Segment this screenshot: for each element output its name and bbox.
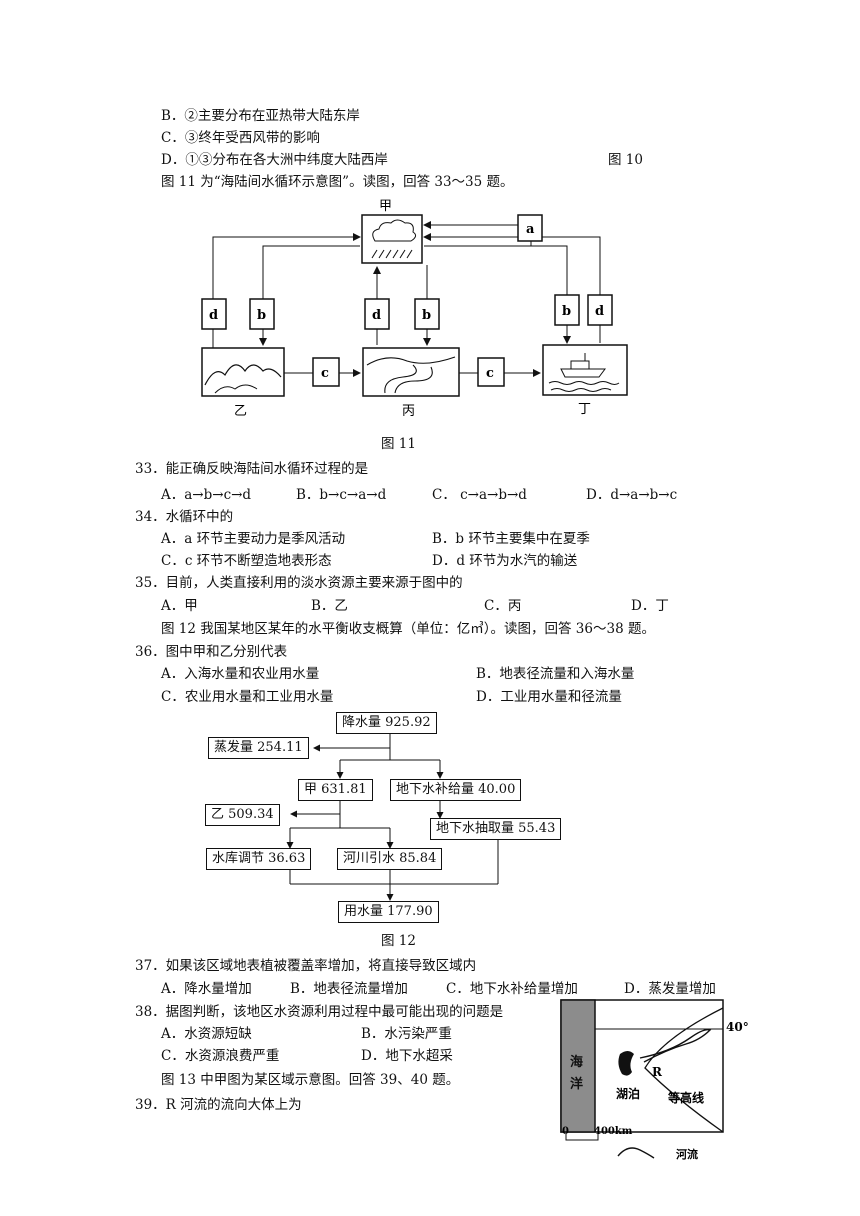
label-jia: 甲 [379,199,392,214]
figure-12-caption: 图 12 [381,933,416,949]
box-yi: 乙 509.34 [205,804,280,826]
river-icon [366,356,456,394]
figure-13-map: 海 洋 40° 湖泊 R 等高线 0 400km 河流 [560,999,749,1161]
q33-stem: 33．能正确反映海陆间水循环过程的是 [135,461,369,477]
box-bing [362,347,460,397]
river-legend-icon [617,1147,655,1159]
q37-option-c[interactable]: C．地下水补给量增加 [446,981,578,997]
box-c-right [477,357,505,387]
q36-option-a[interactable]: A．入海水量和农业用水量 [161,666,320,682]
option-c-q32: C．③终年受西风带的影响 [161,130,320,146]
q37-option-d[interactable]: D．蒸发量增加 [624,981,716,997]
q37-option-b[interactable]: B．地表径流量增加 [290,981,408,997]
box-precipitation: 降水量 925.92 [336,712,437,734]
ocean-label-1: 海 [570,1054,583,1070]
river-r [639,1028,712,1063]
box-evaporation: 蒸发量 254.11 [208,737,309,759]
label-bing: 丙 [402,404,415,419]
q35-option-d[interactable]: D．丁 [631,598,669,614]
q34-option-a[interactable]: A．a 环节主要动力是季风活动 [161,531,346,547]
box-d-left-label: d [209,308,218,323]
box-c-right-label: c [486,366,494,381]
option-b-q32: B．②主要分布在亚热带大陆东岸 [161,108,360,124]
q38-option-a[interactable]: A．水资源短缺 [161,1026,252,1042]
box-water-use: 用水量 177.90 [338,901,439,923]
scale-zero: 0 [562,1126,569,1137]
ocean-strip [560,999,596,1133]
box-b-mid [414,298,440,330]
label-yi: 乙 [234,404,247,419]
box-d-mid-label: d [372,308,381,323]
lake-shape [618,1051,634,1076]
cloud-rain-icon [371,219,417,259]
figure-11-intro: 图 11 为“海陆间水循环示意图”。读图，回答 33～35 题。 [161,174,514,190]
scale-bar [565,1134,599,1141]
q35-option-a[interactable]: A．甲 [161,598,198,614]
q38-stem: 38．据图判断，该地区水资源利用过程中最可能出现的问题是 [135,1004,504,1020]
box-jia: 甲 631.81 [298,779,373,801]
figure-11-caption: 图 11 [381,436,416,452]
q38-option-b[interactable]: B．水污染严重 [361,1026,452,1042]
q37-stem: 37．如果该区域地表植被覆盖率增加，将直接导致区域内 [135,958,477,974]
q35-option-b[interactable]: B．乙 [311,598,348,614]
ship-icon [548,353,620,392]
box-reservoir: 水库调节 36.63 [206,848,312,870]
q33-option-d[interactable]: D．d→a→b→c [586,487,678,503]
q36-option-c[interactable]: C．农业用水量和工业用水量 [161,689,334,705]
latitude-40-label: 40° [726,1020,749,1034]
box-d-mid [364,298,390,330]
box-b-mid-label: b [422,308,431,323]
figure-12-intro: 图 12 我国某地区某年的水平衡收支概算（单位：亿㎥）。读图，回答 36～38 … [161,621,655,637]
scale-400km: 400km [594,1126,633,1137]
box-b-right-label: b [562,304,571,319]
option-d-q32: D．①③分布在各大洲中纬度大陆西岸 [161,152,388,168]
box-river-diversion: 河川引水 85.84 [337,848,443,870]
box-b-left [249,298,275,330]
q36-option-b[interactable]: B．地表径流量和入海水量 [476,666,635,682]
q36-option-d[interactable]: D．工业用水量和径流量 [476,689,622,705]
river-r-label: R [652,1065,663,1079]
q35-stem: 35．目前，人类直接利用的淡水资源主要来源于图中的 [135,575,463,591]
q36-stem: 36．图中甲和乙分别代表 [135,644,288,660]
q39-stem: 39．R 河流的流向大体上为 [135,1097,302,1113]
box-a [517,214,543,242]
box-b-right [554,294,580,326]
ocean-label-2: 洋 [570,1076,583,1092]
contour-line [644,1007,724,1133]
box-c-left [312,357,340,387]
river-legend-label: 河流 [676,1147,698,1161]
box-a-label: a [526,222,535,237]
q37-option-a[interactable]: A．降水量增加 [161,981,252,997]
figure-11-water-cycle: 甲 a d b d b b d 乙 c 丙 c [201,199,628,419]
label-ding: 丁 [578,402,591,417]
lake-label: 湖泊 [616,1086,640,1101]
box-d-right-label: d [595,304,604,319]
q33-option-c[interactable]: C． c→a→b→d [432,487,527,503]
mountain-icon [204,364,282,386]
q33-option-b[interactable]: B．b→c→a→d [296,487,387,503]
q35-option-c[interactable]: C．丙 [484,598,522,614]
q38-option-c[interactable]: C．水资源浪费严重 [161,1048,280,1064]
box-groundwater-pumping: 地下水抽取量 55.43 [430,818,562,840]
q34-option-b[interactable]: B．b 环节主要集中在夏季 [432,531,590,547]
figure-13-intro: 图 13 中甲图为某区域示意图。回答 39、40 题。 [161,1072,460,1088]
box-b-left-label: b [257,308,266,323]
box-c-left-label: c [321,366,329,381]
q34-option-c[interactable]: C．c 环节不断塑造地表形态 [161,553,332,569]
q34-option-d[interactable]: D．d 环节为水汽的输送 [432,553,578,569]
contour-label: 等高线 [667,1090,704,1105]
q33-option-a[interactable]: A．a→b→c→d [161,487,252,503]
box-d-left [201,298,227,330]
box-d-right [587,294,613,326]
box-groundwater-recharge: 地下水补给量 40.00 [390,779,522,801]
q34-stem: 34．水循环中的 [135,509,234,525]
figure-10-caption: 图 10 [608,152,643,168]
q38-option-d[interactable]: D．地下水超采 [361,1048,453,1064]
